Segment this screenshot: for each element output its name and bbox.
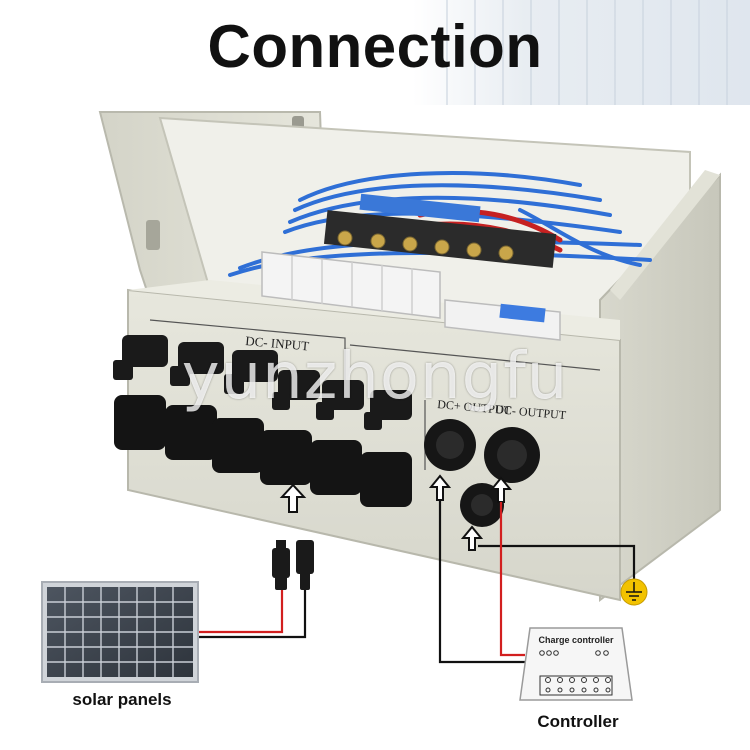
cable-glands [424, 419, 540, 527]
input-connectors-bottom-row [114, 395, 412, 507]
solar-panel [41, 581, 199, 683]
dc-positive-output-label: DC+ OUTPUT [437, 397, 512, 417]
negative-wires [197, 500, 636, 664]
fuse-holders [261, 251, 561, 341]
controller-header: Charge controller [538, 635, 614, 645]
mc4-connector [272, 370, 320, 410]
dc-input-label: DC- INPUT [245, 333, 310, 354]
ground-gland [460, 483, 504, 527]
title-band [0, 0, 750, 105]
positive-output-gland [424, 419, 476, 471]
mc4-connector [310, 440, 362, 495]
mc4-connector [224, 350, 278, 394]
mc4-connector [316, 380, 364, 420]
page-title: Connection [207, 13, 543, 80]
up-arrow-outline-icon [279, 483, 307, 513]
input-connectors-top-row [113, 335, 412, 430]
mc4-connector [360, 452, 412, 507]
negative-output-gland [484, 427, 540, 483]
charge-controller: Charge controller [519, 627, 633, 701]
terminal-block-row [323, 193, 557, 268]
mc4-connector [170, 342, 224, 386]
mc4-plug-pair [272, 540, 314, 590]
breaker-switch [499, 303, 546, 323]
mc4-connector [114, 395, 166, 450]
controller-label: Controller [537, 712, 619, 731]
dc-negative-output-label: DC- OUTPUT [495, 402, 568, 422]
up-arrow-outline-icon [460, 525, 484, 551]
ground-symbol-icon [620, 578, 648, 606]
mc4-connector [260, 430, 312, 485]
mc4-connector [212, 418, 264, 473]
solar-panels-label: solar panels [72, 690, 172, 709]
hinge-icon [146, 220, 160, 250]
watermark-text: yunzhongfu [181, 340, 569, 414]
mc4-connector [113, 335, 168, 380]
mc4-connector [364, 390, 412, 430]
positive-wires [197, 502, 525, 657]
controller-terminals [539, 675, 613, 696]
mc4-connector [165, 405, 217, 460]
solar-background-stripes [420, 0, 750, 105]
